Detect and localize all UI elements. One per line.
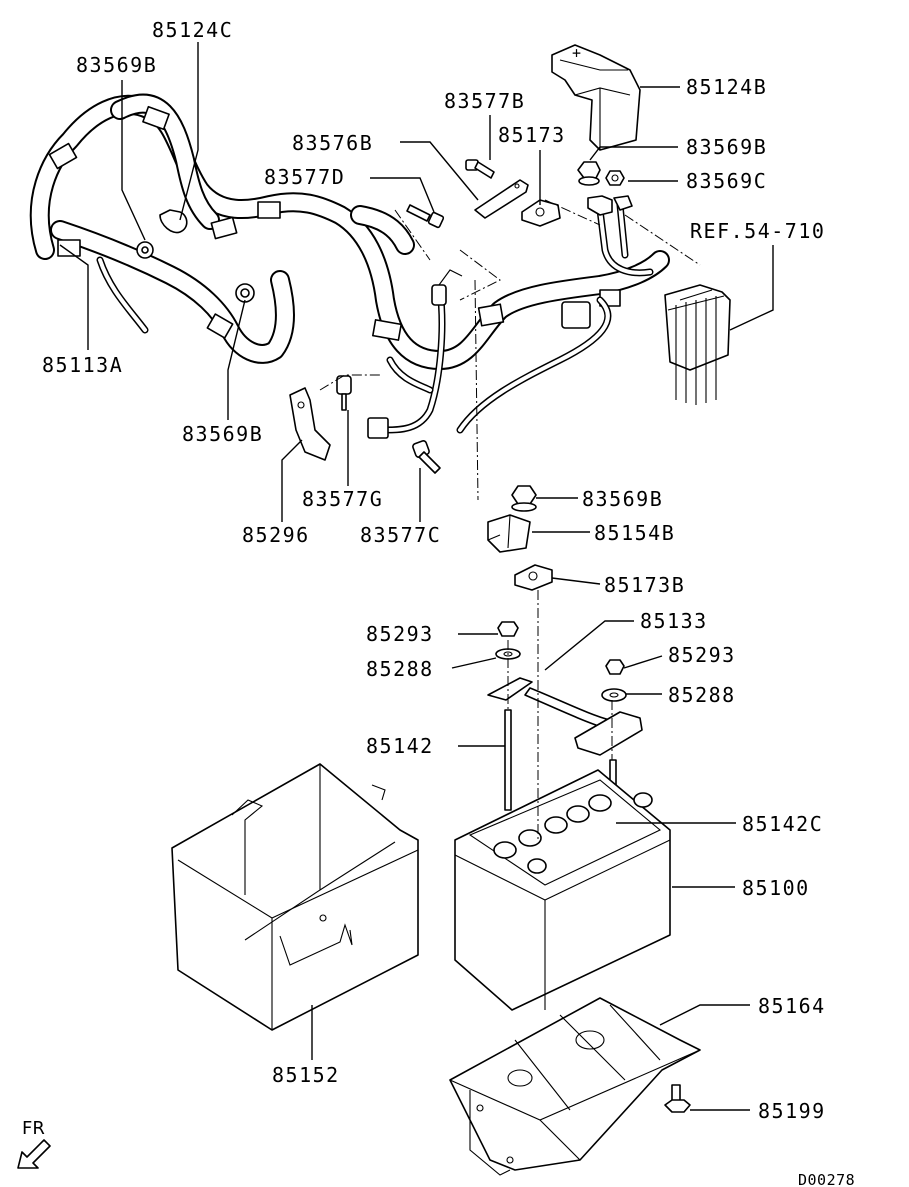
label-85142: 85142 (366, 734, 434, 758)
figure-code: D00278 (798, 1171, 855, 1187)
label-83577B: 83577B (444, 89, 525, 113)
label-85288-left: 85288 (366, 657, 434, 681)
label-ref-54-710: REF.54-710 (690, 219, 825, 243)
bolt-85199 (664, 1084, 691, 1113)
label-85154B: 85154B (594, 521, 675, 545)
nuts-83569 (577, 161, 625, 186)
front-label: FR (22, 1118, 45, 1139)
label-83569B-center: 83569B (582, 487, 663, 511)
label-85142C: 85142C (742, 812, 823, 836)
label-83577G: 83577G (302, 487, 383, 511)
label-85113A: 85113A (42, 353, 123, 377)
harness-85113A (29, 93, 670, 439)
nut-83569B-lower (511, 485, 537, 512)
part-85124C (159, 209, 188, 234)
label-83569B-top-left: 83569B (76, 53, 157, 77)
leader-lines (59, 42, 774, 1111)
label-85293-left: 85293 (366, 622, 434, 646)
label-85288-right: 85288 (668, 683, 736, 707)
nut-washer-right (601, 659, 627, 702)
bolt-83577C (412, 440, 441, 474)
label-85124B: 85124B (686, 75, 767, 99)
label-83577D: 83577D (264, 165, 345, 189)
label-83577C: 83577C (360, 523, 441, 547)
terminal-85173 (521, 199, 561, 227)
label-83569B-top-right: 83569B (686, 135, 767, 159)
bracket-85296 (289, 387, 331, 461)
label-85152: 85152 (272, 1063, 340, 1087)
ref-connector (664, 284, 731, 405)
label-83569B-mid-left: 83569B (182, 422, 263, 446)
rod-85142 (504, 709, 512, 811)
label-85164: 85164 (758, 994, 826, 1018)
label-85173: 85173 (498, 123, 566, 147)
tray-85152 (171, 763, 419, 1031)
centerlines (319, 199, 701, 840)
label-83569C: 83569C (686, 169, 767, 193)
label-85173B: 85173B (604, 573, 685, 597)
base-85164 (449, 997, 701, 1176)
label-85296: 85296 (242, 523, 310, 547)
label-85100: 85100 (742, 876, 810, 900)
label-83576B: 83576B (292, 131, 373, 155)
label-85124C: 85124C (152, 18, 233, 42)
bolt-83577B (465, 159, 495, 179)
bolt-83577G (336, 375, 352, 411)
bolt-83577D (406, 204, 445, 229)
cable-ends (587, 195, 633, 216)
part-85124B: + (551, 44, 641, 151)
terminal-85173B (514, 564, 553, 591)
front-arrow-icon (17, 1139, 51, 1169)
label-85199: 85199 (758, 1099, 826, 1123)
front-direction-indicator: FR (17, 1118, 51, 1169)
battery-85100 (454, 769, 671, 1011)
cover-85154B (487, 514, 531, 553)
label-85293-right: 85293 (668, 643, 736, 667)
hold-down-85133 (487, 677, 643, 756)
label-85133: 85133 (640, 609, 708, 633)
svg-text:+: + (572, 44, 582, 62)
bracket-83576B (474, 179, 529, 219)
